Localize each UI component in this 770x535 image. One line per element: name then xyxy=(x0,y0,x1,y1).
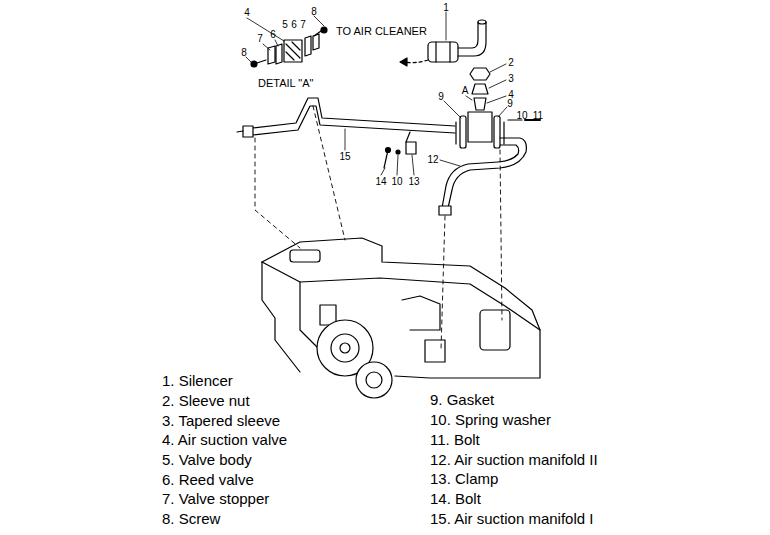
callout-number: 14 xyxy=(375,176,386,187)
callout-number: 2 xyxy=(508,57,514,68)
part-list-item: 1. Silencer xyxy=(162,373,233,390)
part-list-item: 4. Air suction valve xyxy=(162,432,287,449)
part-list-item: 11. Bolt xyxy=(430,432,480,449)
part-list-item: 2. Sleeve nut xyxy=(162,393,250,410)
part-list-item: 6. Reed valve xyxy=(162,472,254,489)
part-list-item: 10. Spring washer xyxy=(430,412,551,429)
callout-number: 5 xyxy=(282,19,288,30)
callout-number: 13 xyxy=(408,176,419,187)
part-list-item: 8. Screw xyxy=(162,511,220,528)
callout-number: 3 xyxy=(508,73,514,84)
callout-number: 6 xyxy=(270,29,276,40)
part-list-item: 3. Tapered sleeve xyxy=(162,413,280,430)
callout-number: 7 xyxy=(257,33,263,44)
part-list-item: 15. Air suction manifold I xyxy=(430,511,593,528)
part-list-item: 13. Clamp xyxy=(430,471,498,488)
note-text: DETAIL "A" xyxy=(258,77,314,89)
callout-number: 10 xyxy=(391,176,402,187)
callout-number: 8 xyxy=(311,6,317,17)
callout-number: 11 xyxy=(533,110,543,121)
callout-number: 1 xyxy=(443,2,449,13)
callout-number: 8 xyxy=(241,47,247,58)
part-list-item: 12. Air suction manifold II xyxy=(430,452,598,469)
note-text: TO AIR CLEANER xyxy=(336,25,427,37)
callout-number: 4 xyxy=(244,7,250,18)
callout-number: 10 xyxy=(516,110,527,121)
callout-number: 12 xyxy=(427,154,438,165)
callout-number: 6 xyxy=(291,19,297,30)
part-list-item: 7. Valve stopper xyxy=(162,491,269,508)
callout-number: 15 xyxy=(339,151,350,162)
callout-number: 7 xyxy=(300,19,306,30)
callout-number: 9 xyxy=(507,98,513,109)
callout-number: A xyxy=(462,85,469,96)
part-list-item: 9. Gasket xyxy=(430,392,494,409)
part-list-item: 14. Bolt xyxy=(430,491,481,508)
callout-number: 9 xyxy=(438,91,444,102)
part-list-item: 5. Valve body xyxy=(162,452,252,469)
